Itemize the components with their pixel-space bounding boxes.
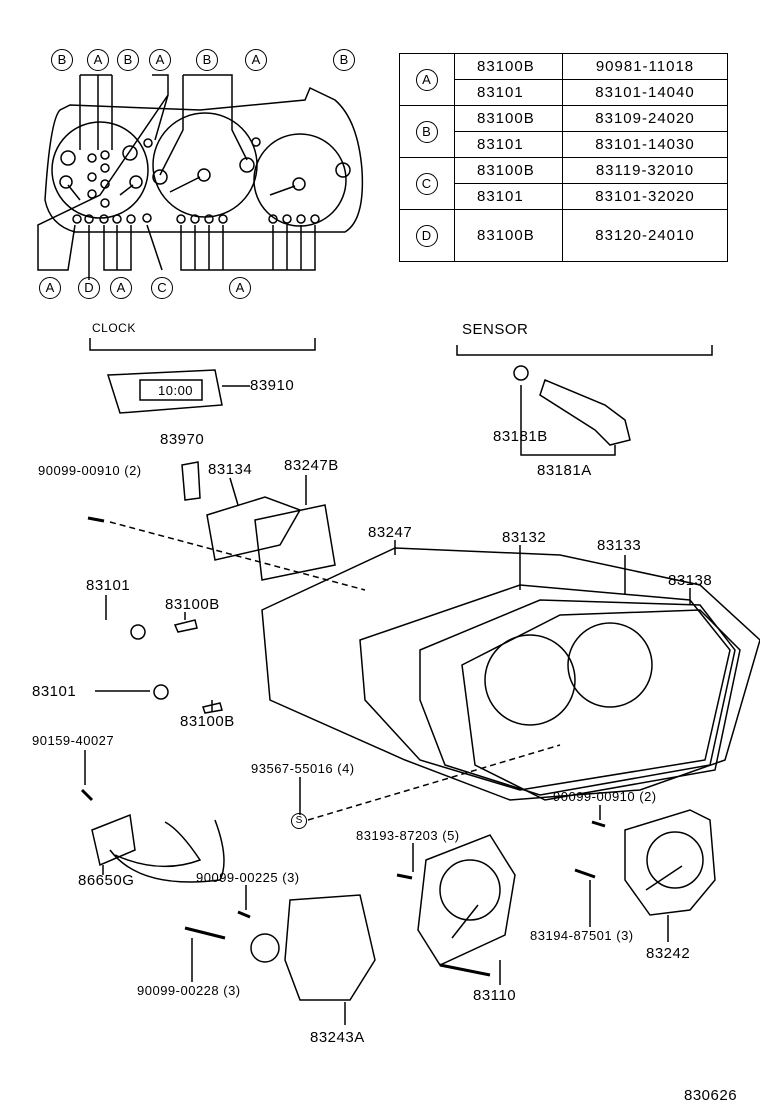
- part-label[interactable]: 83247B: [284, 457, 339, 474]
- callout-b: B: [117, 49, 139, 71]
- part-label[interactable]: 90099-00910 (2): [553, 789, 657, 804]
- callout-a: A: [110, 277, 132, 299]
- part-label[interactable]: 83138: [668, 572, 713, 589]
- bulb-sockets: [72, 137, 320, 224]
- part-label[interactable]: 83193-87203 (5): [356, 828, 460, 843]
- callout-d: D: [78, 277, 100, 299]
- part-label[interactable]: 83181A: [537, 462, 592, 479]
- part-label[interactable]: 86650G: [78, 872, 135, 889]
- part-label[interactable]: 83970: [160, 431, 205, 448]
- callout-a: A: [149, 49, 171, 71]
- clock-display: 10:00: [158, 383, 194, 398]
- s-mark: S: [291, 813, 307, 829]
- part-label[interactable]: 90099-00910 (2): [38, 463, 142, 478]
- part-label[interactable]: 83181B: [493, 428, 548, 445]
- part-label[interactable]: 90099-00225 (3): [196, 870, 300, 885]
- part-label[interactable]: 90159-40027: [32, 733, 115, 748]
- part-label[interactable]: 83133: [597, 537, 642, 554]
- callout-a: A: [87, 49, 109, 71]
- part-label[interactable]: 83242: [646, 945, 691, 962]
- callout-c: C: [151, 277, 173, 299]
- callout-a: A: [39, 277, 61, 299]
- callout-b: B: [333, 49, 355, 71]
- part-label[interactable]: 83132: [502, 529, 547, 546]
- callout-a: A: [229, 277, 251, 299]
- section-clock-label: CLOCK: [92, 321, 136, 335]
- callout-b: B: [196, 49, 218, 71]
- part-label[interactable]: 83101: [32, 683, 77, 700]
- section-sensor-label: SENSOR: [462, 321, 529, 338]
- part-label[interactable]: 83247: [368, 524, 413, 541]
- part-label[interactable]: 83100B: [180, 713, 235, 730]
- part-label[interactable]: 83910: [250, 377, 295, 394]
- part-label[interactable]: 83110: [473, 987, 517, 1004]
- part-label[interactable]: 90099-00228 (3): [137, 983, 241, 998]
- part-label[interactable]: 83243A: [310, 1029, 365, 1046]
- cluster-housing-drawing: [261, 540, 760, 801]
- clock-drawing: [106, 369, 250, 414]
- callout-b: B: [51, 49, 73, 71]
- part-label[interactable]: 93567-55016 (4): [251, 761, 355, 776]
- harness-drawing: [80, 750, 225, 883]
- part-label[interactable]: 83194-87501 (3): [530, 928, 634, 943]
- part-label[interactable]: 83101: [86, 577, 131, 594]
- gauge-drawings: [184, 805, 716, 1025]
- part-label[interactable]: 83134: [208, 461, 253, 478]
- callout-a: A: [245, 49, 267, 71]
- cluster-face-drawing: [37, 74, 364, 280]
- diagram-id: 830626: [684, 1087, 738, 1104]
- part-label[interactable]: 83100B: [165, 596, 220, 613]
